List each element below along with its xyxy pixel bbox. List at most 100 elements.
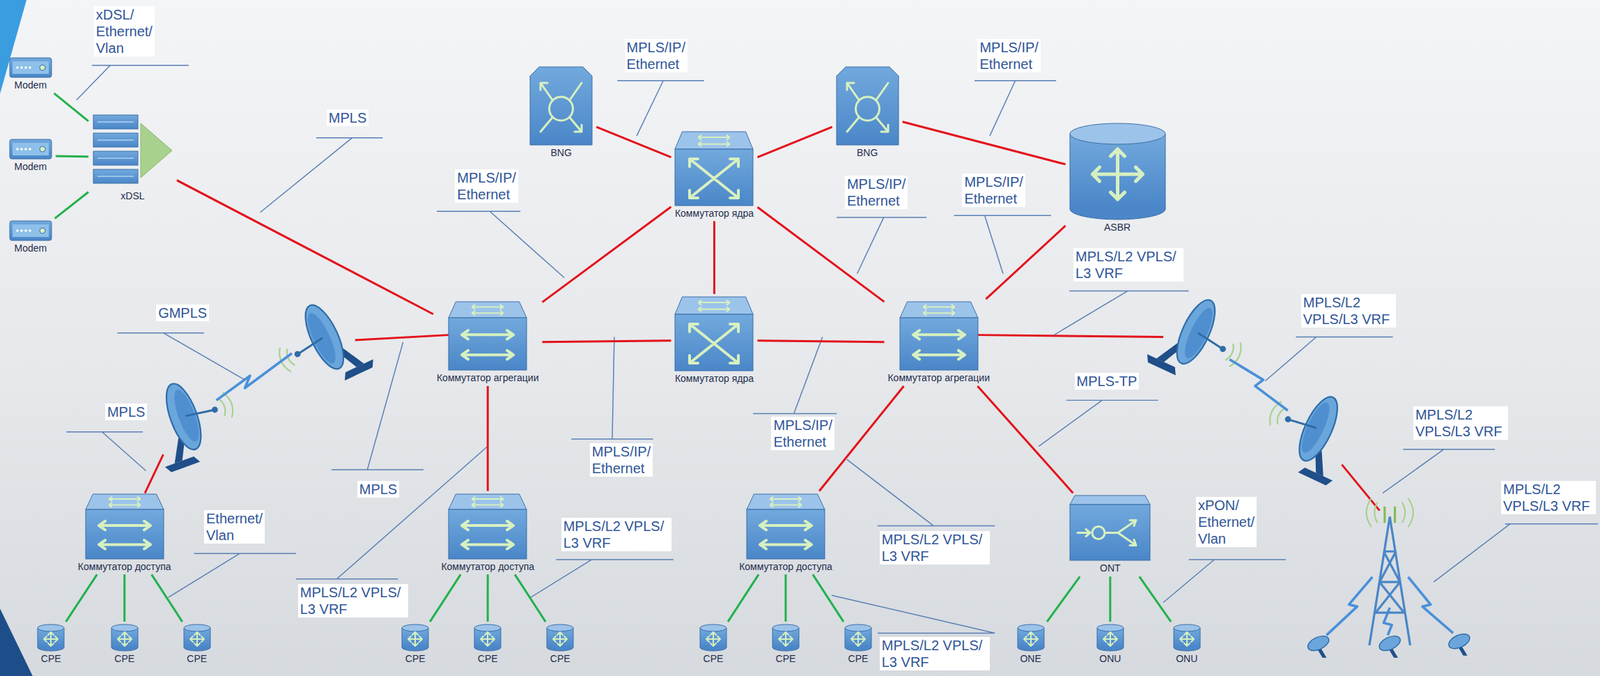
access-link: [514, 573, 546, 622]
acc-icon: [108, 495, 141, 508]
cell-tower: [1366, 498, 1414, 527]
protocol-callout: MPLS: [105, 403, 147, 421]
xdsl-icon: [97, 175, 134, 177]
ont-icon: [1069, 494, 1151, 561]
bng-device: BNG: [526, 64, 596, 161]
cpe-icon: [401, 623, 430, 652]
cpe-icon: [1016, 623, 1045, 652]
modem-device: Modem: [6, 137, 56, 175]
cpe-icon: [408, 631, 423, 646]
leader-line: [1433, 523, 1598, 583]
acc-icon: [461, 520, 514, 549]
protocol-callout: Ethernet/ Vlan: [204, 509, 265, 544]
acc-icon: [759, 520, 812, 549]
modem-icon: [9, 220, 53, 242]
satellite-dish: [1144, 285, 1256, 397]
leader-line: [752, 337, 837, 414]
leader-line: [331, 342, 424, 470]
cpe-icon: [546, 623, 574, 652]
agg-icon: [471, 304, 504, 316]
protocol-callout: MPLS/IP/ Ethernet: [961, 173, 1025, 207]
device-label: ONU: [1099, 652, 1121, 665]
protocol-callout: MPLS/IP/ Ethernet: [977, 39, 1040, 73]
radio-link-wire: [355, 335, 450, 340]
cpe-icon: [401, 624, 429, 632]
agg-icon: [899, 301, 978, 318]
modem-icon: [20, 66, 23, 69]
protocol-callout: MPLS-TP: [1074, 372, 1140, 390]
cell-tower: [1384, 506, 1396, 523]
cpe-icon: [553, 631, 568, 646]
agg-icon: [922, 304, 955, 316]
bng-icon: [836, 66, 899, 145]
modem-icon: [16, 147, 19, 151]
device-label: xDSL: [120, 190, 145, 203]
protocol-callout: MPLS/IP/ Ethernet: [589, 443, 653, 477]
device-label: Коммутатор доступа: [78, 560, 172, 573]
corner-decoration: [0, 608, 33, 676]
leader-line: [974, 80, 1056, 136]
cpe-icon: [771, 623, 800, 652]
asbr-icon: [1069, 122, 1167, 221]
cpe-icon: [473, 623, 502, 652]
leader-line: [66, 65, 1598, 634]
core-device: Коммутатор ядра: [671, 294, 757, 386]
device-label: ONU: [1175, 652, 1198, 665]
modem-icon: [12, 61, 49, 74]
acc-icon: [746, 493, 825, 510]
xdsl-icon: [97, 139, 134, 141]
backbone-link: [977, 385, 1073, 494]
acc-icon: [84, 493, 165, 560]
cpe-icon: [117, 631, 132, 646]
cpe-icon: [844, 623, 873, 652]
core-device: Коммутатор ядра: [671, 129, 757, 221]
backbone-link: [486, 385, 489, 492]
xdsl-device: xDSL: [89, 110, 177, 204]
device-label: CPE: [550, 652, 571, 665]
modem-device: Modem: [6, 55, 56, 93]
access-link: [784, 573, 787, 622]
leader-line: [117, 332, 245, 380]
modem-icon: [28, 229, 32, 233]
agg-icon: [461, 330, 514, 359]
acc-icon: [85, 509, 164, 559]
protocol-callout: xDSL/ Ethernet/ Vlan: [94, 6, 155, 57]
protocol-callout: MPLS/L2 VPLS/L3 VRF: [1413, 406, 1509, 440]
core-icon: [674, 314, 753, 371]
asbr-icon: [1092, 149, 1143, 200]
modem-icon: [9, 220, 52, 241]
ont-icon: [1092, 526, 1105, 540]
leader-line: [260, 137, 384, 213]
device-label: BNG: [550, 146, 572, 159]
core-icon: [674, 149, 753, 206]
acc-icon: [471, 495, 504, 508]
modem-device: Modem: [6, 218, 56, 256]
cpe-icon: [37, 624, 65, 632]
core-icon: [674, 131, 753, 150]
leader-line: [530, 559, 674, 597]
modem-icon: [12, 224, 49, 237]
leader-line: [954, 215, 1052, 274]
cpe-icon: [1017, 624, 1045, 632]
agg-icon: [899, 317, 978, 370]
modem-icon: [20, 147, 23, 151]
protocol-callout: MPLS/L2 VPLS/ L3 VRF: [298, 583, 409, 618]
protocol-callout: MPLS/L2 VPLS/ L3 VRF: [561, 517, 672, 551]
device-label: ASBR: [1104, 221, 1131, 234]
cpe-icon: [1173, 623, 1201, 652]
leader-line: [436, 211, 565, 278]
cpe-device: CPE: [398, 622, 432, 666]
agg-icon: [913, 330, 965, 359]
asbr-icon: [1069, 123, 1166, 145]
modem-icon: [39, 146, 46, 152]
cpe-icon: [1096, 623, 1125, 652]
backbone-link: [757, 206, 884, 302]
core-icon: [674, 130, 754, 207]
xdsl-icon: [93, 151, 138, 166]
core-icon: [674, 296, 753, 315]
ont-icon: [1069, 504, 1151, 561]
device-label: Modem: [14, 160, 48, 173]
access-link: [1139, 576, 1171, 622]
